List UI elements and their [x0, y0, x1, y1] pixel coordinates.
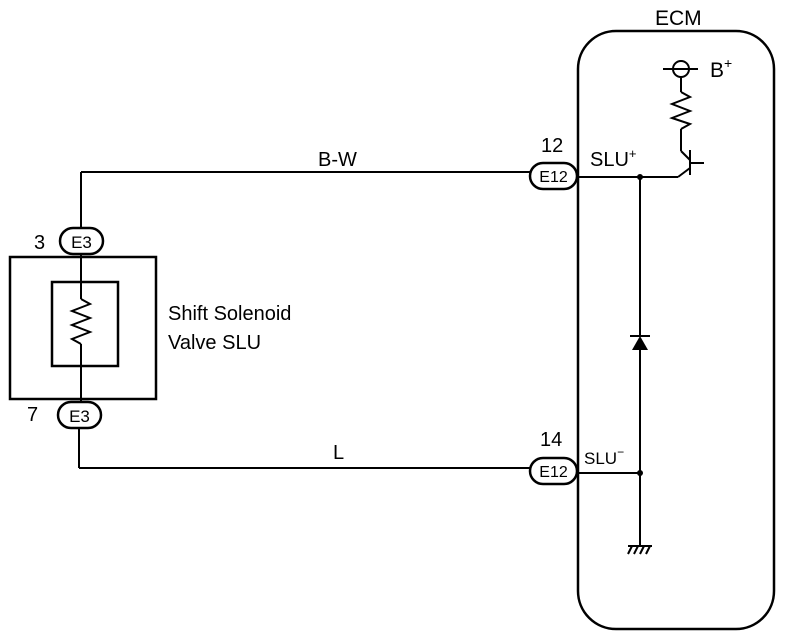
- pin-12-label: 12: [541, 135, 563, 157]
- b-plus-label: B+: [710, 55, 732, 82]
- b-plus-supply: B+: [663, 55, 732, 92]
- ecm-resistor: [669, 91, 693, 130]
- solenoid-outer-box: [8, 255, 158, 401]
- pin-3-label: 3: [34, 232, 45, 254]
- ecm-box: [576, 29, 776, 631]
- wire-l-label: L: [333, 442, 344, 464]
- solenoid-coil: [69, 298, 93, 345]
- solenoid-inner-box: [50, 280, 120, 368]
- solenoid-label-line2: Valve SLU: [168, 332, 261, 354]
- wire-b-w-label: B-W: [318, 149, 357, 171]
- svg-text:E3: E3: [69, 407, 90, 426]
- connector-e3-pin7: E3 7: [27, 400, 103, 430]
- slu-plus-label: SLU+: [590, 146, 637, 171]
- ecm-title: ECM: [655, 7, 702, 30]
- slu-minus-label: SLU−: [584, 445, 624, 468]
- solenoid-label-line1: Shift Solenoid: [168, 303, 291, 325]
- diode-icon: [630, 335, 650, 350]
- pin-14-label: 14: [540, 429, 562, 451]
- svg-text:E3: E3: [71, 233, 92, 252]
- connector-e12-pin12: E12 12: [528, 135, 579, 191]
- slu-minus-node: [637, 470, 643, 476]
- svg-text:E12: E12: [539, 464, 568, 481]
- ecm-transistor: [677, 150, 704, 178]
- connector-e12-pin14: E12 14: [528, 429, 579, 486]
- ground-icon: [627, 545, 652, 555]
- svg-text:E12: E12: [539, 169, 568, 186]
- pin-7-label: 7: [27, 404, 38, 426]
- connector-e3-pin3: E3 3: [34, 226, 105, 256]
